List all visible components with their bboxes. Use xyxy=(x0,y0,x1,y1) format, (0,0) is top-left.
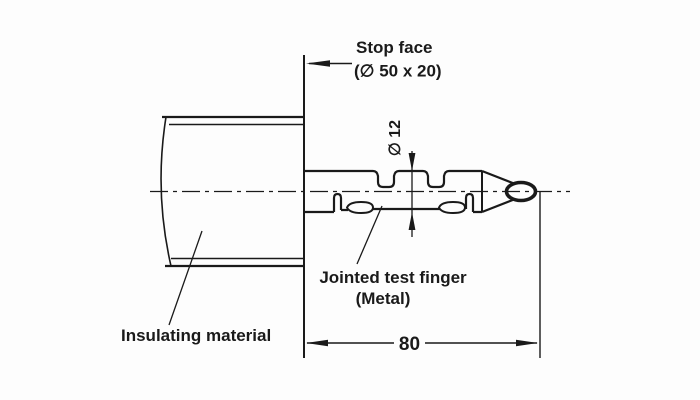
length-label: 80 xyxy=(399,334,420,355)
stop-face-arrow xyxy=(306,60,330,67)
test-finger-outline xyxy=(304,169,538,215)
diameter-arrow-bottom xyxy=(408,212,416,230)
finger-callout: Jointed test finger (Metal) xyxy=(319,205,467,308)
handle-break-line xyxy=(160,116,172,267)
finger-label-line1: Jointed test finger xyxy=(319,268,467,287)
diameter-arrow-top xyxy=(408,153,416,171)
stop-face-label-line1: Stop face xyxy=(356,38,433,57)
insulating-label-leader xyxy=(168,230,203,326)
finger-tip-cone xyxy=(481,169,515,214)
length-dimension: 80 xyxy=(306,191,541,358)
finger-tip-ellipse xyxy=(504,180,538,203)
length-arrow-left xyxy=(306,339,328,347)
diameter-label: ∅ 12 xyxy=(387,120,404,156)
insulating-label: Insulating material xyxy=(121,326,271,345)
stop-face-callout: Stop face (∅ 50 x 20) xyxy=(306,38,442,81)
finger-top-edge xyxy=(304,169,482,189)
finger-label-leader xyxy=(356,205,383,265)
length-arrow-right xyxy=(516,339,538,347)
diameter-dimension: ∅ 12 xyxy=(387,120,416,237)
finger-joint-pin-left xyxy=(345,200,375,215)
finger-bottom-edge xyxy=(304,192,482,214)
finger-label-line2: (Metal) xyxy=(356,289,411,308)
insulating-callout: Insulating material xyxy=(121,230,271,345)
stop-face-label-line2: (∅ 50 x 20) xyxy=(354,62,442,81)
insulating-handle xyxy=(160,115,304,268)
finger-joint-pin-right xyxy=(437,200,467,215)
